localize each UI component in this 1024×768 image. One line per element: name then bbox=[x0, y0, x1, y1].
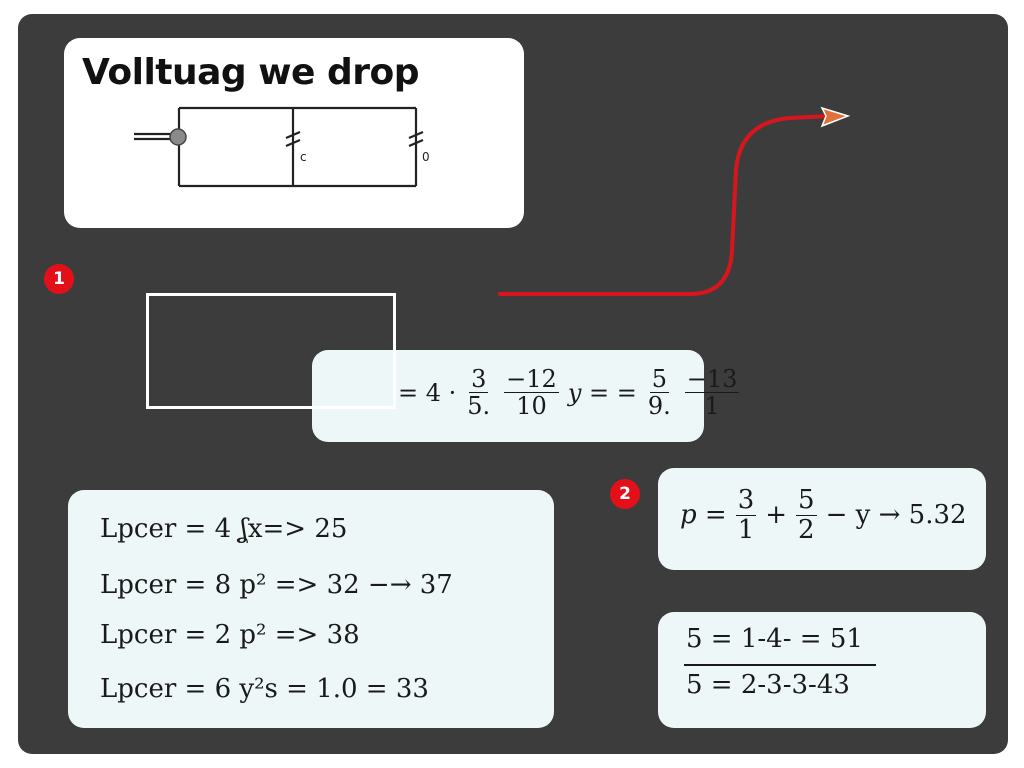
label-q: 0 bbox=[422, 150, 430, 164]
capacitor-q-plate-2 bbox=[408, 138, 424, 148]
p-fraction-2: 5 2 bbox=[796, 486, 817, 544]
title-card: Volltuag we drop c 0 bbox=[64, 38, 524, 228]
eq-prefix: = 4 · bbox=[398, 378, 457, 407]
title: Volltuag we drop bbox=[82, 52, 419, 93]
frac4-num: −13 bbox=[684, 365, 740, 394]
formula-list-card: Lpcer = 4 ʆx=> 25 Lpcer = 8 p² => 32 −→ … bbox=[68, 490, 554, 728]
p-fraction-1: 3 1 bbox=[735, 485, 757, 545]
p-frac1-num: 3 bbox=[735, 485, 757, 516]
step-badge-2: 2 bbox=[610, 479, 640, 509]
capacitor-q-plate-1 bbox=[408, 130, 424, 140]
p-frac1-den: 1 bbox=[737, 514, 755, 545]
frac3-den: 9. bbox=[647, 392, 671, 421]
eq-fraction-3: 5 9. bbox=[646, 366, 673, 420]
arrow-head-icon bbox=[820, 106, 851, 128]
fraction-top: 5 = 1-4- = 51 bbox=[686, 624, 863, 654]
list-item: Lpcer = 2 p² => 38 bbox=[100, 620, 360, 650]
terminal-node bbox=[169, 128, 187, 146]
frac2-num: −12 bbox=[504, 365, 559, 394]
equation-card: = 4 · 3 5. −12 10 y = = 5 9. −13 1 bbox=[312, 350, 740, 442]
capacitor-c-plate-1 bbox=[285, 130, 301, 140]
label-c: c bbox=[300, 150, 307, 164]
p-rhs: − y → 5.32 bbox=[825, 500, 967, 531]
frac4-den: 1 bbox=[704, 392, 720, 421]
p-frac2-num: 5 bbox=[796, 485, 817, 516]
p-frac2-den: 2 bbox=[798, 514, 815, 545]
circuit-diagram: c 0 bbox=[134, 106, 430, 188]
equation-line: = 4 · 3 5. −12 10 y = = 5 9. −13 1 bbox=[398, 366, 742, 420]
list-item: Lpcer = 4 ʆx=> 25 bbox=[100, 514, 348, 544]
fraction-rule bbox=[684, 664, 876, 666]
frac3-num: 5 bbox=[649, 365, 669, 394]
eq-mid: y = = bbox=[567, 378, 637, 407]
list-item: Lpcer = 6 y²s = 1.0 = 33 bbox=[100, 674, 429, 704]
frac1-num: 3 bbox=[469, 365, 489, 394]
capacitor-c-plate-2 bbox=[285, 138, 301, 148]
highlight-outline-box bbox=[146, 293, 396, 409]
p-lhs: p = bbox=[680, 500, 727, 531]
eq-fraction-4: −13 1 bbox=[684, 365, 740, 421]
eq-fraction-2: −12 10 bbox=[504, 366, 559, 420]
frac2-den: 10 bbox=[516, 392, 547, 421]
p-plus: + bbox=[765, 500, 788, 531]
fraction-bottom: 5 = 2-3-3-43 bbox=[686, 670, 850, 700]
frac1-den: 5. bbox=[467, 392, 491, 421]
list-item: Lpcer = 8 p² => 32 −→ 37 bbox=[100, 570, 453, 600]
arrow-path bbox=[498, 114, 832, 296]
p-equation-card: p = 3 1 + 5 2 − y → 5.32 bbox=[658, 468, 986, 570]
step-badge-1: 1 bbox=[44, 264, 74, 294]
eq-fraction-1: 3 5. bbox=[465, 366, 492, 420]
p-equation-line: p = 3 1 + 5 2 − y → 5.32 bbox=[680, 486, 967, 544]
fraction-card: 5 = 1-4- = 51 5 = 2-3-3-43 bbox=[658, 612, 986, 728]
